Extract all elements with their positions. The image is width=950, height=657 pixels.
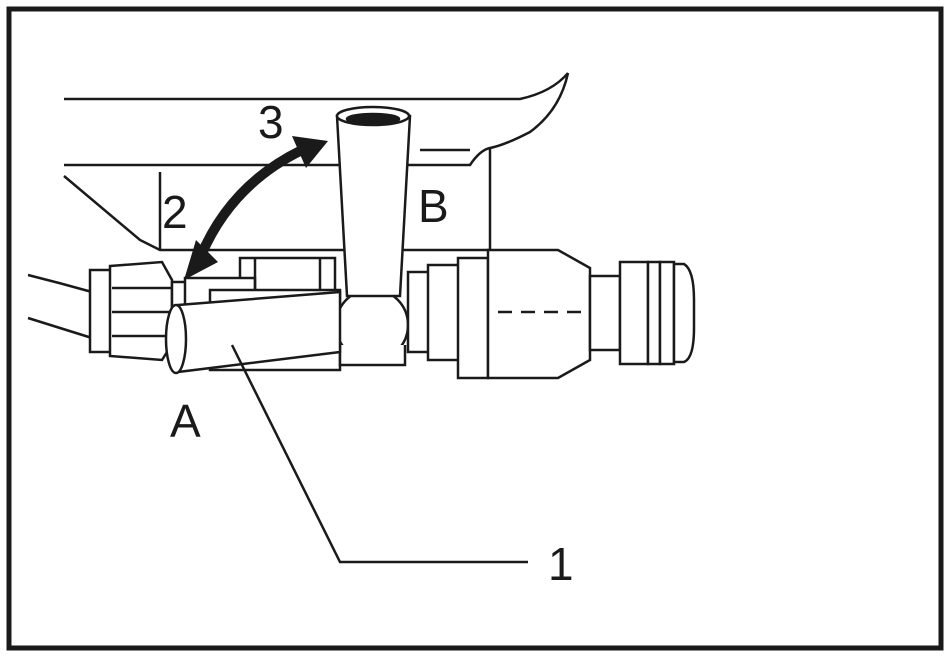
label-position-a: A: [170, 395, 201, 447]
tool-body-housing: [63, 72, 570, 252]
leader-line: [230, 344, 528, 564]
rotation-arrow: [184, 136, 328, 280]
hose-lines: [27, 273, 93, 340]
label-position-b: B: [418, 180, 449, 232]
lever-position-a: [164, 290, 342, 375]
lever-position-b: [335, 105, 412, 298]
label-step-3: 3: [258, 96, 284, 148]
quick-coupler: [406, 248, 696, 380]
diagram-frame: [6, 6, 944, 651]
label-step-2: 2: [162, 186, 188, 238]
label-part-number: 1: [548, 538, 574, 590]
